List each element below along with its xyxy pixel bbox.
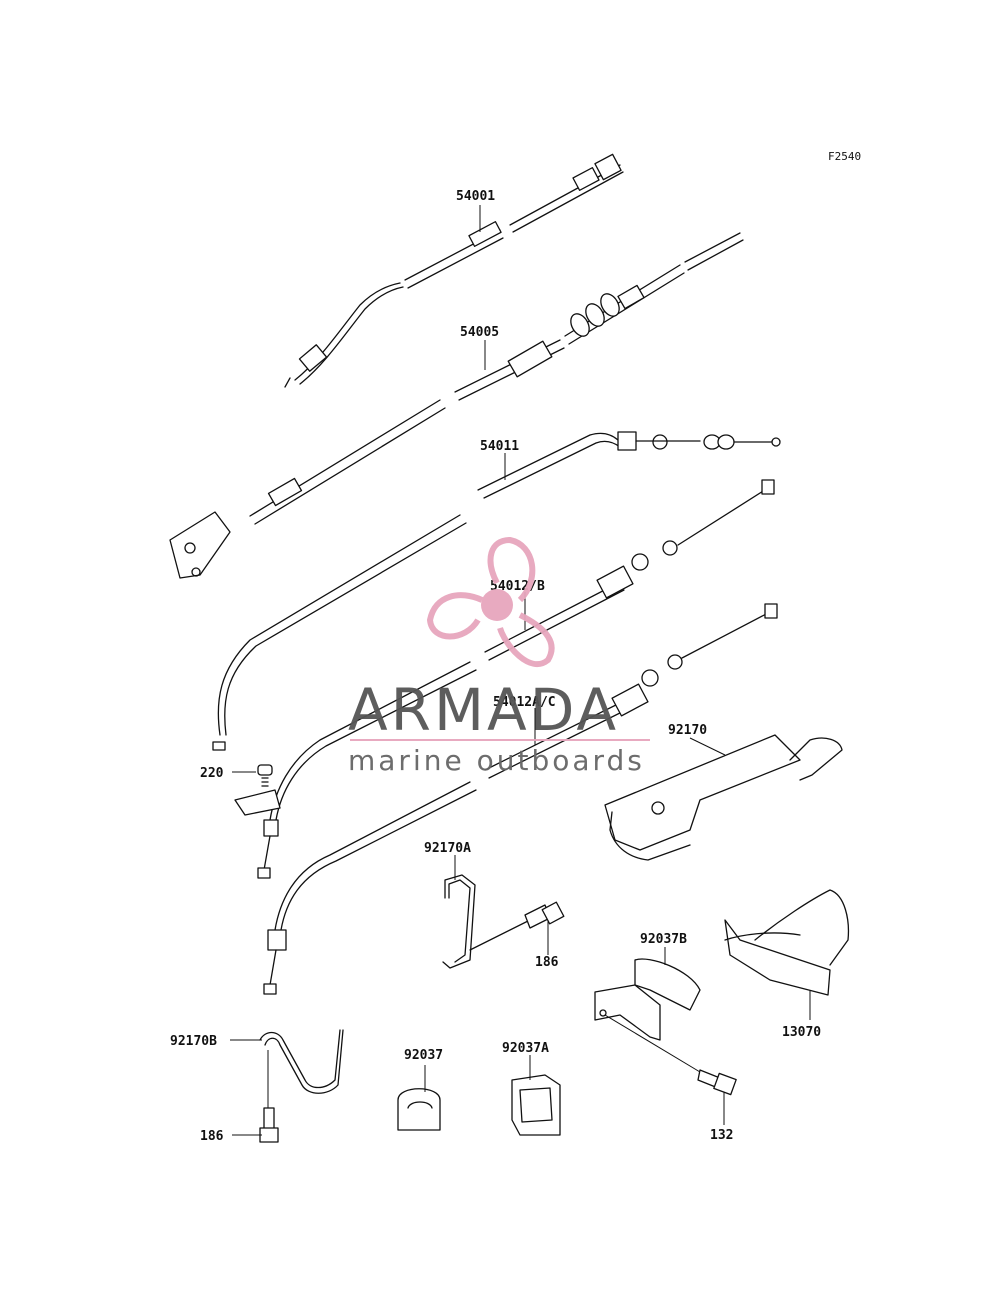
bolt-132[interactable] [697,1069,737,1096]
clamp-92170b[interactable] [259,1029,344,1094]
clamp-92170a[interactable] [442,874,531,969]
bolt-186-lower[interactable] [259,1107,279,1143]
label-54005: 54005 [460,325,499,340]
label-220: 220 [200,766,224,781]
label-54001: 54001 [456,189,495,204]
label-186-upper: 186 [535,955,559,970]
propeller-logo-icon [426,536,555,667]
clamp-92170[interactable] [604,734,843,861]
label-54012-ac: 54012A/C [493,695,556,710]
label-132: 132 [710,1128,733,1143]
clip-92037a[interactable] [511,1074,561,1136]
watermark-tagline: marine outboards [348,744,645,777]
label-92170: 92170 [668,723,707,738]
label-92037a: 92037A [502,1041,549,1056]
cable-54012-ac[interactable] [263,603,778,995]
cable-54005[interactable] [169,232,744,579]
label-13070: 13070 [782,1025,821,1040]
label-54011: 54011 [480,439,519,454]
screw-220[interactable] [257,764,273,787]
label-92170a: 92170A [424,841,471,856]
label-186-lower: 186 [200,1129,224,1144]
cable-54011[interactable] [212,431,781,751]
label-92037b: 92037B [640,932,687,947]
diagram-code: F2540 [828,150,861,163]
bracket-13070[interactable] [724,889,850,996]
clip-92037[interactable] [397,1088,441,1131]
watermark: ARMADA marine outboards [348,536,650,777]
cable-54012-b[interactable] [234,479,775,879]
label-92170b: 92170B [170,1034,217,1049]
bracket-92037b[interactable] [594,958,701,1041]
label-92037: 92037 [404,1048,443,1063]
leader-lines [230,205,811,1136]
watermark-brand: ARMADA [348,676,619,744]
cable-54001[interactable] [284,153,624,388]
bolt-186-upper[interactable] [524,901,565,929]
